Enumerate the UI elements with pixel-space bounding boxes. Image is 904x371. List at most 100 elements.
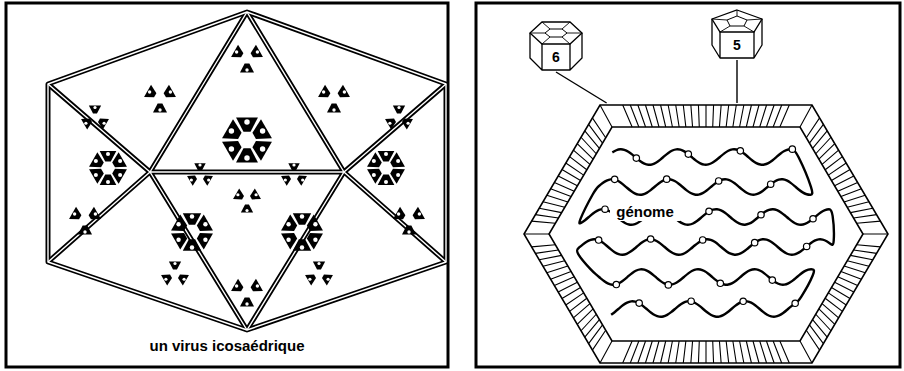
capsomer-subunit (390, 152, 405, 167)
capsomer-subunit (81, 119, 92, 130)
prism-hole (545, 29, 567, 37)
subunit-dot (286, 238, 290, 242)
capsomer (318, 85, 350, 113)
capsomer-subunit (203, 176, 213, 186)
capsomer (171, 213, 213, 251)
subunit-dot (384, 180, 388, 184)
subunit-dot (300, 245, 304, 249)
capsomer-subunit (194, 163, 205, 170)
node-outline (522, 103, 890, 365)
genome-protein (715, 178, 721, 184)
subunit-dot (322, 90, 325, 93)
subunit-dot (102, 122, 105, 125)
genome-protein (602, 206, 608, 212)
capsomer-subunit (233, 188, 244, 199)
capsomer-subunit (241, 205, 253, 213)
subunit-dot (284, 178, 287, 181)
subunit-dot (148, 90, 151, 93)
capsomer-subunit (112, 152, 127, 167)
subunit-dot (203, 238, 207, 242)
capsid-inner-wall (549, 127, 863, 341)
subunit-dot (203, 222, 207, 226)
genome-protein (663, 176, 669, 182)
capsomer-subunit (144, 85, 156, 98)
subunit-dot (106, 152, 110, 156)
genome-protein (665, 282, 671, 288)
capsomer-subunit (251, 45, 263, 58)
capsomer (81, 105, 109, 129)
capsomer-subunit (240, 64, 254, 73)
leader-line (736, 60, 737, 103)
capsomer (89, 151, 127, 185)
genome-protein (717, 280, 723, 286)
capsomer-blocks (524, 105, 888, 363)
subunit-dot (229, 146, 234, 151)
capsomer-subunit (288, 163, 299, 170)
subunit-dot (245, 302, 248, 305)
capsomer-subunit (402, 119, 413, 130)
subunit-dot (176, 238, 180, 242)
capsomer-subunit (89, 152, 104, 167)
capsomer-subunit (367, 152, 382, 167)
capsomer-subunit (197, 215, 213, 231)
subunit-dot (343, 90, 346, 93)
capsomer-subunit (164, 85, 176, 98)
capsomer-number: 5 (720, 36, 754, 54)
subunit-dot (93, 106, 96, 109)
capsomer-subunit (281, 176, 291, 186)
capsomer (231, 279, 263, 307)
capsomer-subunit (297, 176, 307, 186)
subunit-dot (300, 214, 304, 218)
capsomer (305, 261, 333, 285)
genome-protein (613, 281, 619, 287)
capsomer-subunit (183, 239, 201, 251)
genome-protein (751, 239, 757, 245)
genome-protein (810, 216, 816, 222)
subunit-dot (190, 178, 193, 181)
hexon-capsomer: 6 (528, 20, 584, 72)
subunit-dot (84, 122, 87, 125)
subunit-dot (190, 214, 194, 218)
genome-protein (789, 146, 795, 152)
icosahedron-edges (48, 12, 446, 330)
capsomer-subunit (222, 141, 242, 161)
capsomer-subunit (402, 226, 416, 235)
capsomer-subunit (240, 298, 254, 307)
subunit-dot (94, 173, 98, 177)
subunit-dot (396, 173, 400, 177)
subunit-dot (94, 212, 97, 215)
capsomer-subunit (385, 119, 396, 130)
subunit-dot (158, 108, 161, 111)
genome-protein (792, 300, 798, 306)
capsomer-subunit (327, 104, 341, 113)
capsomer-subunit (89, 169, 104, 184)
subunit-dot (407, 230, 410, 233)
prism-hole (727, 16, 747, 26)
capsomer-subunit (197, 233, 213, 249)
genome-strand (577, 149, 834, 316)
capsomer-subunit (281, 233, 297, 249)
capsomer-subunit (187, 176, 197, 186)
subunit-dot (313, 222, 317, 226)
capsomer-subunit (393, 105, 405, 113)
subunit-dot (235, 284, 238, 287)
capsomer (187, 163, 213, 185)
icosahedron-edge-highlight (48, 12, 446, 330)
subunit-dot (83, 230, 86, 233)
subunit-dot (397, 106, 400, 109)
capsomer-subunit (161, 275, 172, 286)
subunit-dot (372, 173, 376, 177)
capsomer (144, 85, 176, 113)
genome-protein (803, 243, 809, 249)
subunit-dot (332, 108, 335, 111)
subunit-dot (176, 222, 180, 226)
capsomer-subunit (98, 119, 109, 130)
subunit-dot (256, 284, 259, 287)
capsomer (231, 45, 263, 73)
subunit-dot (106, 180, 110, 184)
subunit-dot (198, 163, 201, 166)
capsomer-subunit (281, 215, 297, 231)
subunit-dot (254, 193, 257, 196)
capsomer-subunit (89, 105, 101, 113)
